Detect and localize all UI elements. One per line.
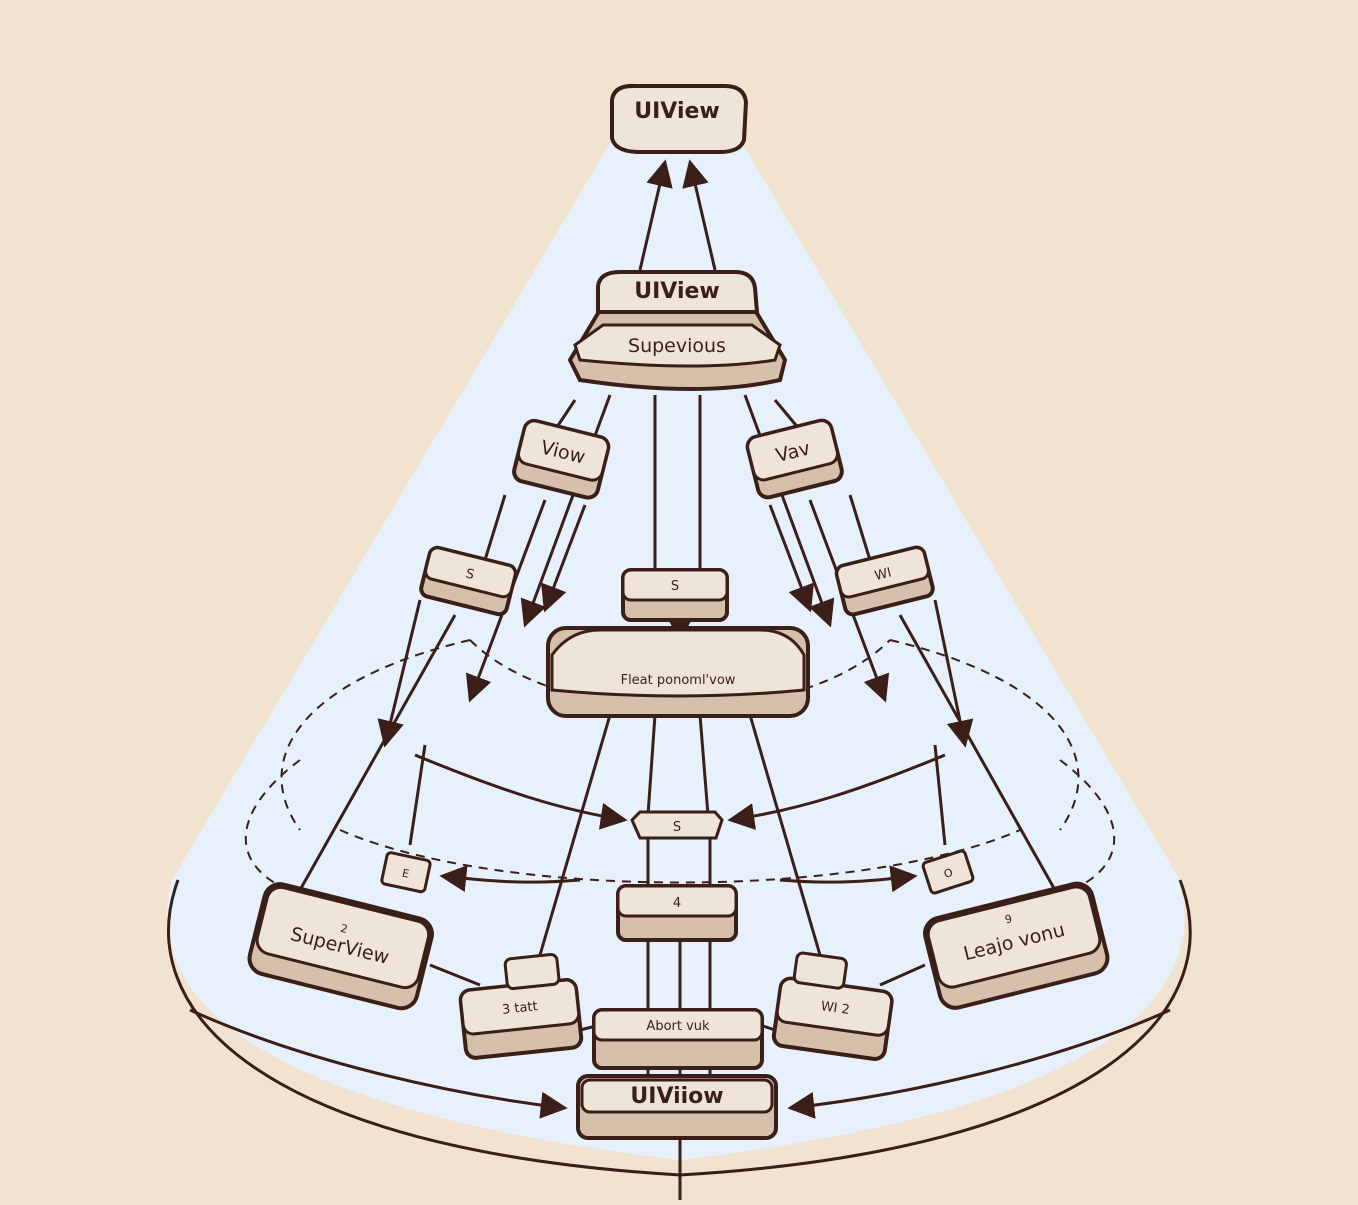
node-lower-center-small: S — [630, 810, 724, 840]
node-lower-center-small-label: S — [673, 820, 681, 835]
node-lower-center-label: 4 — [673, 896, 681, 911]
node-bottom-right-mid-label: WI 2 — [820, 999, 851, 1018]
node-bottom-right-big: 9 Leajo vonu — [923, 881, 1110, 1010]
node-bottom-center: UIViiow — [576, 1074, 778, 1140]
node-mid-right-label: WI — [873, 565, 893, 584]
node-bottom-center-upper: Abort vuk — [592, 1008, 764, 1070]
node-center-wide-label: Fleat ponoml'vow — [621, 673, 736, 688]
node-center-wide: Fleat ponoml'vow — [546, 626, 810, 718]
node-mid-left-label: S — [464, 566, 476, 583]
connector-lines — [189, 159, 1171, 1200]
node-lower-center: 4 — [616, 884, 738, 942]
node-second-label: UIView — [634, 279, 719, 304]
node-bottom-left-mid-label: 3 tatt — [501, 999, 538, 1018]
node-upper-left: Viow — [512, 418, 611, 500]
node-bottom-right-mid: WI 2 — [771, 951, 894, 1061]
node-mid-right: WI — [834, 545, 935, 617]
node-mid-center: S — [621, 568, 729, 622]
node-bottom-left-big-num: 2 — [339, 922, 349, 936]
node-bottom-center-upper-label: Abort vuk — [646, 1019, 710, 1034]
node-lower-right-small-label: O — [942, 866, 955, 881]
node-second-uiview: UIView Supevious — [567, 270, 788, 391]
node-top-uiview: UIView — [610, 83, 749, 154]
node-mid-center-label: S — [671, 579, 679, 594]
node-bottom-center-label: UIViiow — [630, 1084, 723, 1109]
node-bottom-left-big: 2 SuperView — [247, 882, 434, 1011]
node-bottom-right-big-num: 9 — [1004, 912, 1014, 926]
node-top-label: UIView — [634, 99, 719, 124]
node-lower-left-small-label: E — [401, 867, 411, 881]
node-mid-left: S — [419, 545, 518, 617]
node-lower-right-small: O — [921, 849, 975, 895]
node-upper-right: Vav — [745, 418, 844, 500]
node-lower-left-small: E — [380, 851, 432, 894]
node-bottom-left-mid: 3 tatt — [458, 952, 584, 1060]
node-second-sub-label: Supevious — [628, 335, 726, 357]
